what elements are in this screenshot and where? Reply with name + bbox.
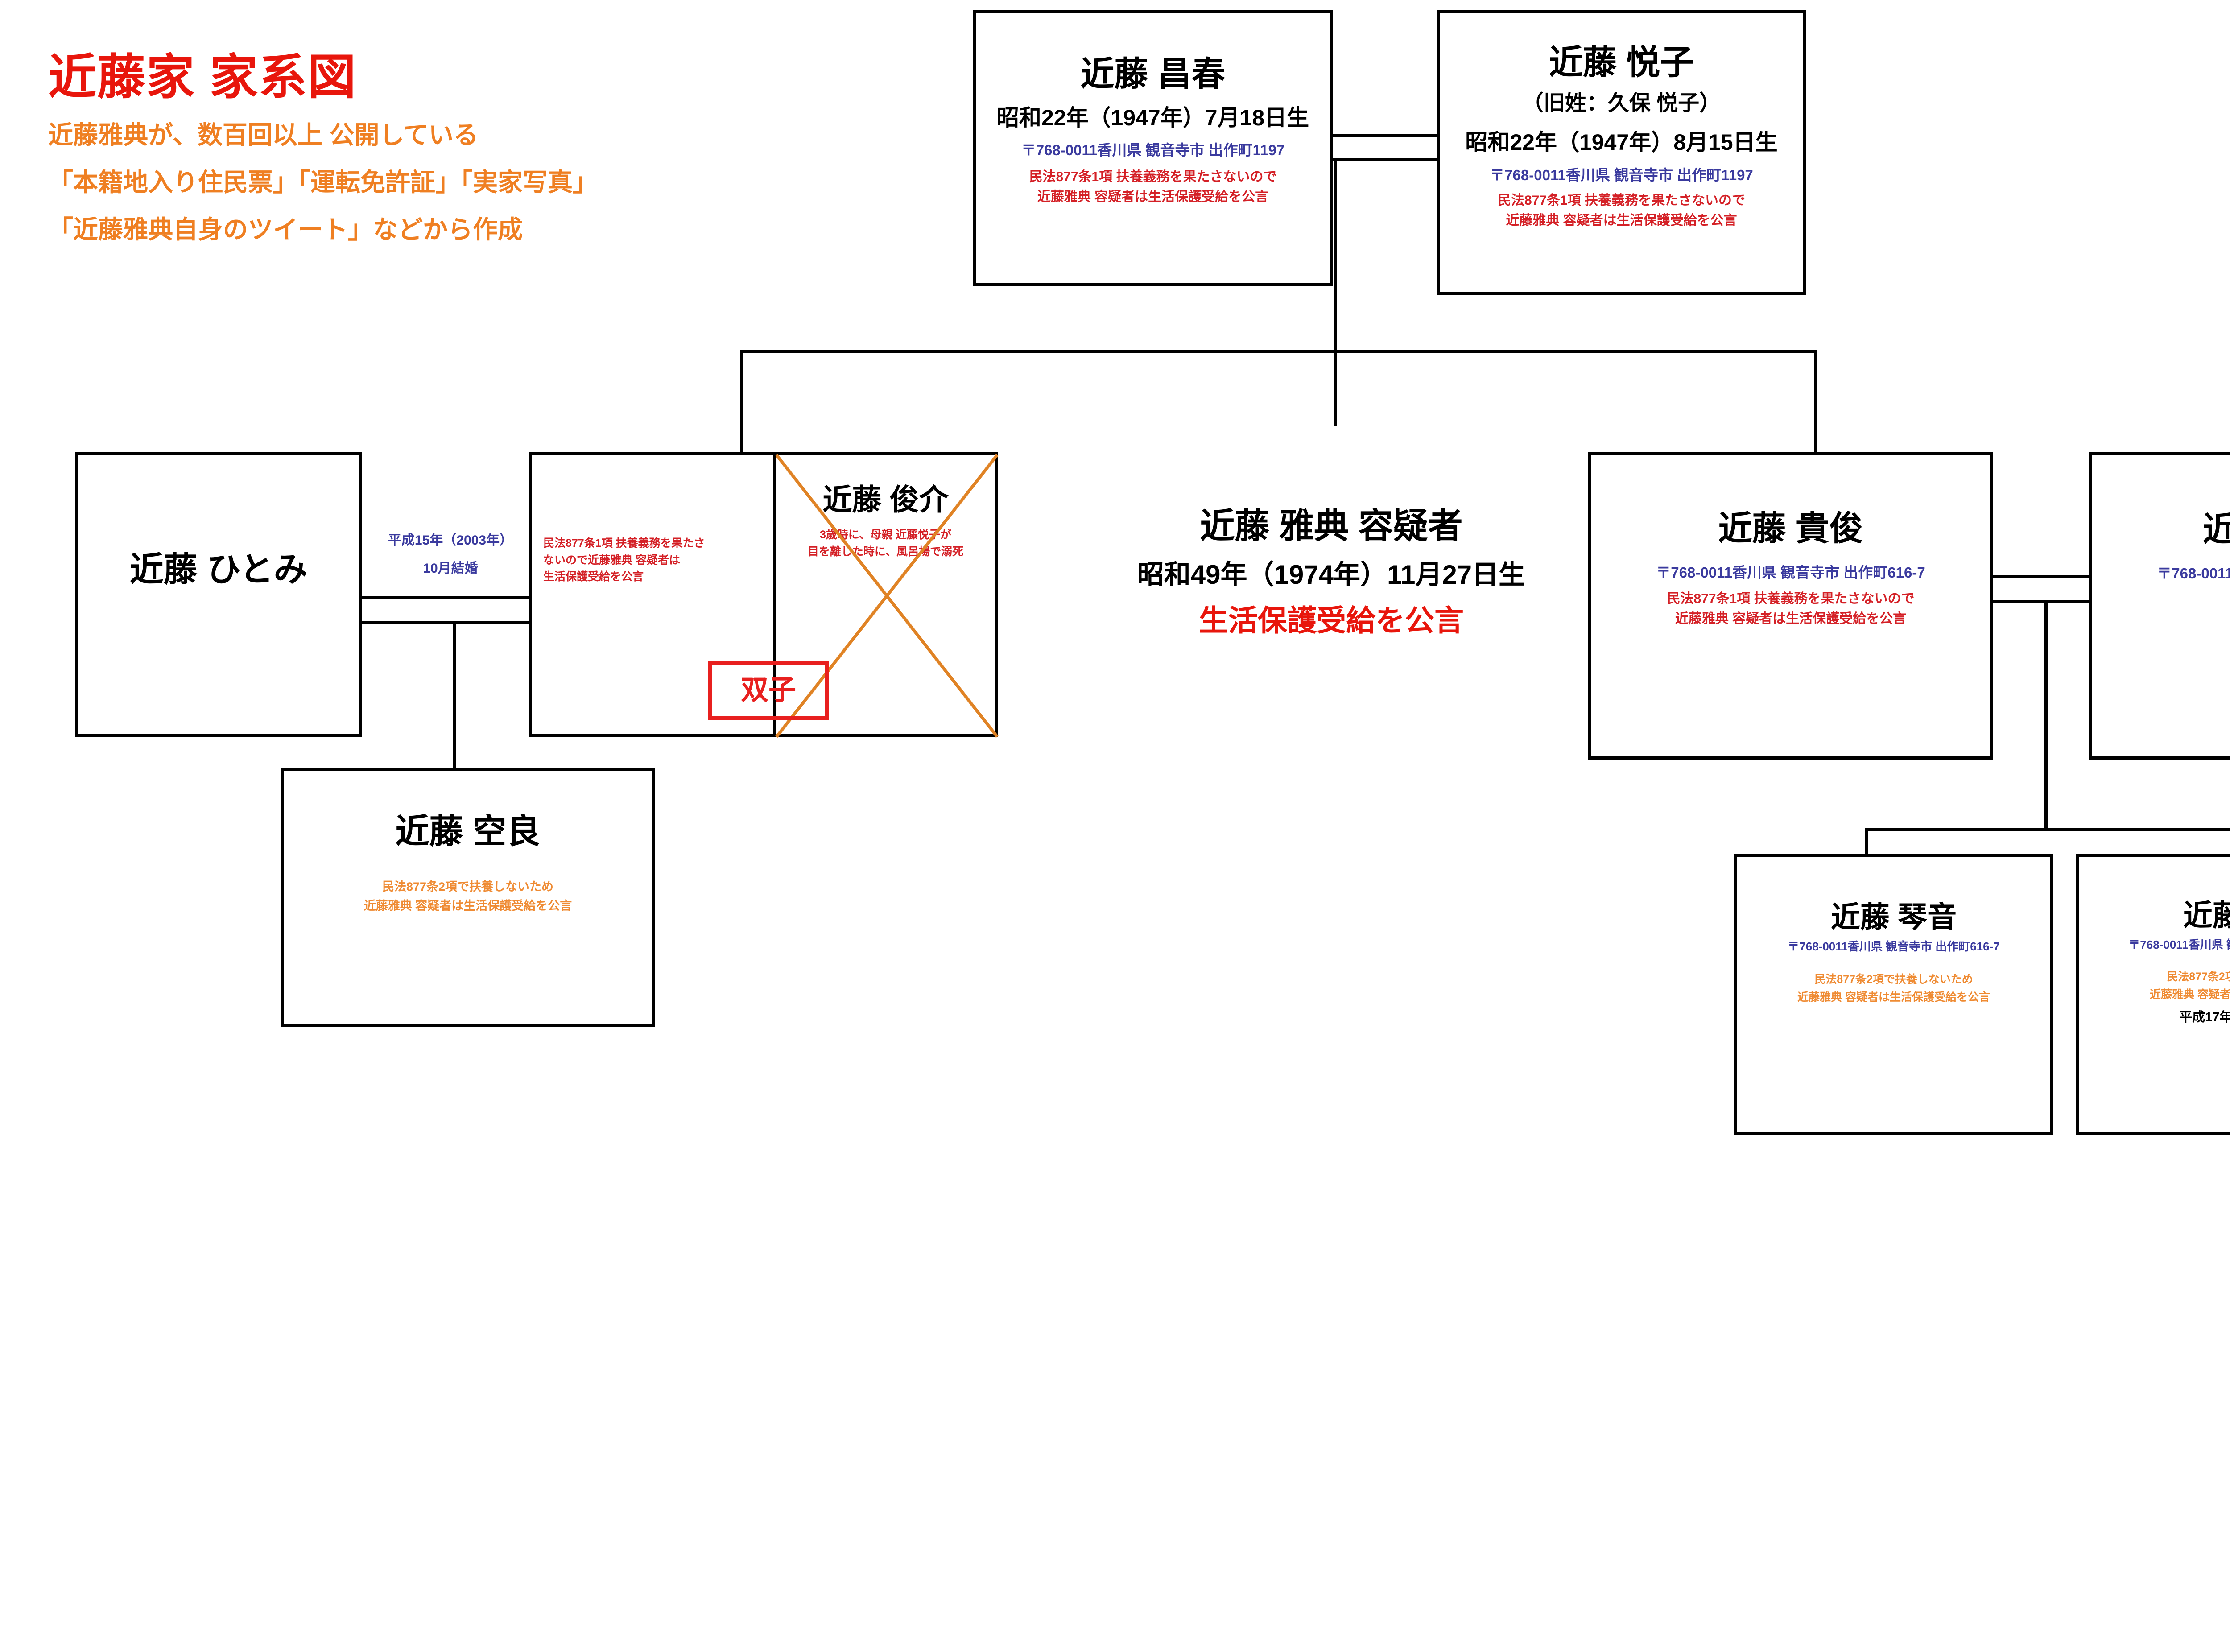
child-naoki-address: 〒768-0011香川県 観音寺市 出作町616-7出身 — [2128, 938, 2230, 952]
source-note-line-2: 「本籍地入り住民票」「運転免許証」「実家写真」 — [48, 168, 598, 196]
suspect-panel-note-2: ないので近藤雅典 容疑者は — [543, 553, 680, 566]
deceased-brother-note-2: 目を離した時に、風呂場で溺死 — [807, 545, 964, 558]
node-father[interactable]: 近藤 昌春 昭和22年（1947年）7月18日生 〒768-0011香川県 観音… — [973, 10, 1333, 286]
connector-drop-to-brother — [1814, 350, 1817, 452]
connector-marriage-left-top — [362, 596, 533, 599]
mother-address: 〒768-0011香川県 観音寺市 出作町1197 — [1490, 166, 1753, 183]
child-kotone-note-1: 民法877条2項で扶養しないため — [1814, 973, 1973, 986]
node-suspect-spouse-panel[interactable]: 民法877条1項 扶養義務を果たさ ないので近藤雅典 容疑者は 生活保護受給を公… — [529, 452, 776, 737]
connector-marriage-parents-bottom — [1321, 158, 1437, 161]
child-naoki-name: 近藤 尚貴 — [2183, 899, 2230, 932]
node-suspect[interactable]: 近藤 雅典 容疑者 昭和49年（1974年）11月27日生 生活保護受給を公言 — [1066, 506, 1597, 638]
node-deceased-brother[interactable]: 近藤 俊介 3歳時に、母親 近藤悦子が 目を離した時に、風呂場で溺死 — [773, 452, 999, 738]
node-mother[interactable]: 近藤 悦子 （旧姓：久保 悦子） 昭和22年（1947年）8月15日生 〒768… — [1437, 10, 1806, 295]
father-note-2: 近藤雅典 容疑者は生活保護受給を公言 — [1037, 189, 1269, 204]
child-sora-note-1: 民法877条2項で扶養しないため — [382, 880, 554, 893]
twin-stamp-label: 双子 — [740, 675, 796, 706]
mother-note-1: 民法877条1項 扶養義務を果たさないので — [1497, 193, 1746, 208]
marriage-date-label: 平成15年（2003年） 10月結婚 — [384, 526, 517, 582]
source-note-line-3: 「近藤雅典自身のツイート」などから作成 — [48, 215, 523, 244]
brother-wife-address: 〒768-0011香川県 観音寺市 出作町616-7 — [2157, 565, 2230, 582]
connector-drop-to-kotone — [1865, 828, 1868, 855]
mother-alias: （旧姓：久保 悦子） — [1522, 91, 1721, 115]
mother-name: 近藤 悦子 — [1549, 44, 1694, 82]
marriage-date-line-1: 平成15年（2003年） — [388, 533, 513, 548]
brother-address: 〒768-0011香川県 観音寺市 出作町616-7 — [1656, 564, 1925, 581]
node-child-sora[interactable]: 近藤 空良 民法877条2項で扶養しないため 近藤雅典 容疑者は生活保護受給を公… — [281, 768, 655, 1027]
connector-drop-to-suspect — [1334, 350, 1337, 426]
suspect-statement: 生活保護受給を公言 — [1199, 603, 1464, 637]
brother-note-1: 民法877条1項 扶養義務を果たさないので — [1667, 591, 1915, 607]
father-address: 〒768-0011香川県 観音寺市 出作町1197 — [1021, 142, 1285, 159]
node-brother[interactable]: 近藤 貴俊 〒768-0011香川県 観音寺市 出作町616-7 民法877条1… — [1588, 452, 1993, 760]
marriage-date-line-2: 10月結婚 — [423, 561, 478, 576]
deceased-brother-note-1: 3歳時に、母親 近藤悦子が — [819, 529, 952, 541]
connector-right-couple-drop — [2044, 600, 2048, 828]
child-naoki-note-2: 近藤雅典 容疑者は生活保護受給を公言 — [2150, 988, 2230, 1001]
brother-name: 近藤 貴俊 — [1718, 510, 1863, 548]
child-sora-note-2: 近藤雅典 容疑者は生活保護受給を公言 — [363, 899, 572, 913]
connector-marriage-right-bottom — [1993, 600, 2089, 603]
child-kotone-name: 近藤 琴音 — [1830, 900, 1957, 933]
father-note-1: 民法877条1項 扶養義務を果たさないので — [1029, 169, 1277, 184]
twin-stamp-badge: 双子 — [708, 661, 829, 720]
suspect-name: 近藤 雅典 容疑者 — [1200, 506, 1463, 545]
connector-sibling-bar — [740, 350, 1817, 353]
node-child-naoki[interactable]: 近藤 尚貴 〒768-0011香川県 観音寺市 出作町616-7出身 民法877… — [2076, 854, 2230, 1135]
connector-parents-drop — [1334, 158, 1337, 350]
source-note-line-1: 近藤雅典が、数百回以上 公開している — [48, 121, 479, 149]
suspect-panel-note-3: 生活保護受給を公言 — [543, 570, 644, 583]
node-child-kotone[interactable]: 近藤 琴音 〒768-0011香川県 観音寺市 出作町616-7 民法877条2… — [1734, 854, 2053, 1135]
father-name: 近藤 昌春 — [1080, 55, 1226, 93]
child-naoki-birth: 平成17年（2005年）生 — [2179, 1010, 2230, 1025]
father-dob: 昭和22年（1947年）7月18日生 — [996, 105, 1309, 130]
child-sora-name: 近藤 空良 — [395, 813, 541, 851]
child-kotone-address: 〒768-0011香川県 観音寺市 出作町616-7 — [1788, 940, 2000, 954]
node-suspect-wife[interactable]: 近藤 ひとみ — [75, 452, 362, 737]
suspect-dob: 昭和49年（1974年）11月27日生 — [1137, 559, 1526, 590]
suspect-wife-name: 近藤 ひとみ — [129, 551, 308, 589]
page-title: 近藤家 家系図 — [48, 50, 357, 104]
mother-dob: 昭和22年（1947年）8月15日生 — [1465, 130, 1778, 155]
connector-marriage-left-bottom — [362, 621, 533, 624]
node-brother-wife[interactable]: 近藤 ひとみ 〒768-0011香川県 観音寺市 出作町616-7 — [2089, 452, 2230, 760]
connector-drop-to-sora — [453, 621, 456, 768]
mother-note-2: 近藤雅典 容疑者は生活保護受給を公言 — [1506, 213, 1737, 228]
child-kotone-note-2: 近藤雅典 容疑者は生活保護受給を公言 — [1797, 991, 1990, 1004]
brother-note-2: 近藤雅典 容疑者は生活保護受給を公言 — [1675, 611, 1907, 627]
connector-marriage-parents-top — [1321, 134, 1437, 137]
suspect-panel-note-1: 民法877条1項 扶養義務を果たさ — [543, 537, 705, 549]
deceased-brother-name: 近藤 俊介 — [822, 483, 949, 516]
connector-drop-to-deceased-brother — [740, 350, 743, 452]
connector-children-bar — [1865, 828, 2230, 831]
brother-wife-name: 近藤 ひとみ — [2202, 511, 2230, 549]
child-naoki-note-1: 民法877条2項で扶養しないため — [2167, 971, 2230, 983]
connector-marriage-right-top — [1993, 575, 2089, 578]
